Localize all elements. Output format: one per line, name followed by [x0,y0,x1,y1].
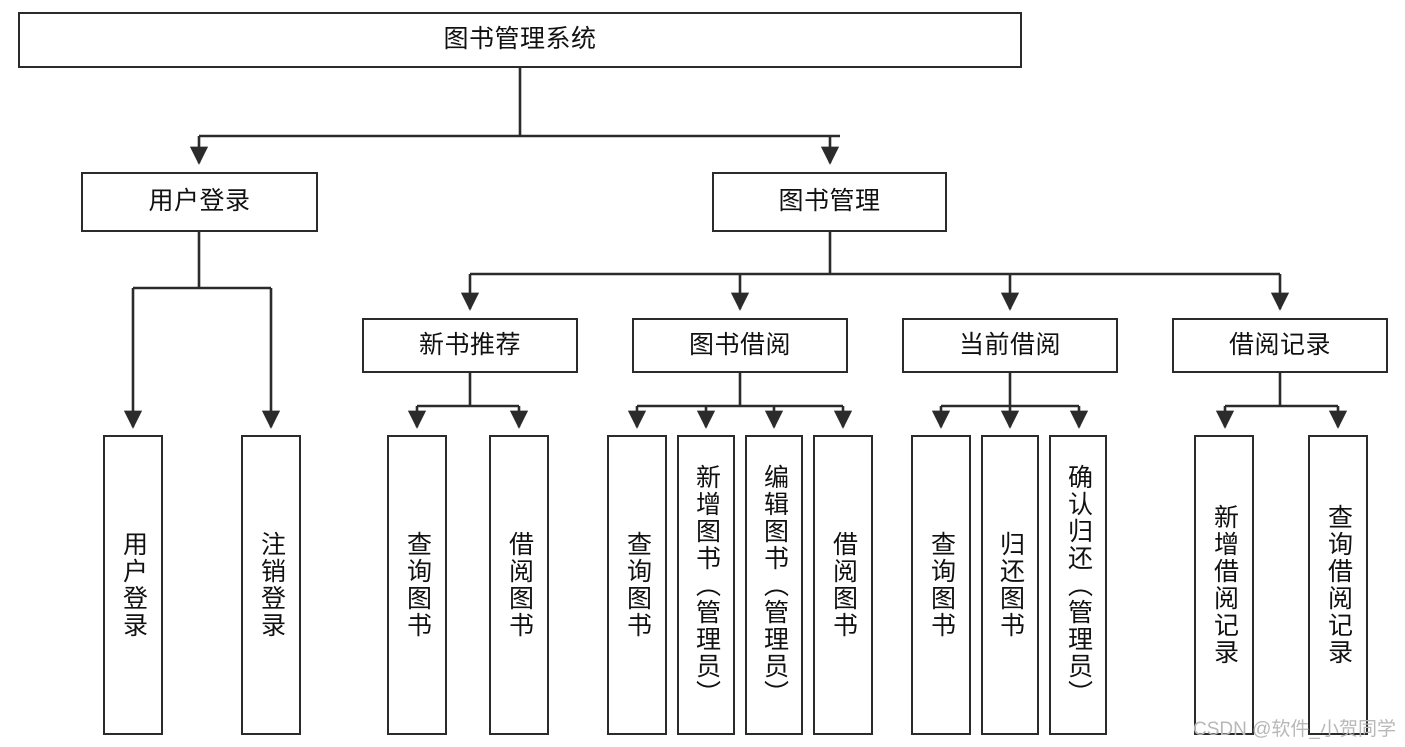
node-label: 新书推荐 [418,330,521,359]
node-label: 查询图书 [403,531,432,639]
node-label: 当前借阅 [958,330,1061,359]
node-label: 查询图书 [623,531,652,639]
csdn-watermark: CSDN @软件_小贺同学 [1193,719,1396,740]
leaf-book-borrow-borrow[interactable]: 借阅图书 [813,435,873,735]
node-user-login[interactable]: 用户登录 [81,172,318,232]
node-label: 归还图书 [996,531,1025,639]
node-label: 图书借阅 [688,330,791,359]
node-current-borrow[interactable]: 当前借阅 [902,318,1118,373]
node-label: 注销登录 [257,531,286,639]
leaf-book-borrow-query[interactable]: 查询图书 [607,435,667,735]
leaf-borrow-record-add[interactable]: 新增借阅记录 [1194,435,1254,735]
node-book-management[interactable]: 图书管理 [712,172,947,232]
node-label: 新增图书（管理员） [692,463,721,707]
leaf-current-borrow-confirm-return[interactable]: 确认归还（管理员） [1049,435,1107,735]
leaf-borrow-record-query[interactable]: 查询借阅记录 [1308,435,1368,735]
leaf-book-borrow-add[interactable]: 新增图书（管理员） [677,435,735,735]
node-label: 确认归还（管理员） [1064,463,1093,707]
leaf-user-login-logout[interactable]: 注销登录 [241,435,301,735]
node-new-book-recommend[interactable]: 新书推荐 [362,318,578,373]
node-label: 借阅图书 [829,531,858,639]
node-label: 用户登录 [148,187,251,216]
node-label: 查询图书 [927,531,956,639]
node-book-borrow[interactable]: 图书借阅 [632,318,848,373]
leaf-user-login-login[interactable]: 用户登录 [103,435,163,735]
node-borrow-record[interactable]: 借阅记录 [1172,318,1388,373]
leaf-new-book-borrow[interactable]: 借阅图书 [489,435,549,735]
node-label: 图书管理系统 [443,25,597,54]
node-label: 用户登录 [119,531,148,639]
node-label: 图书管理 [778,187,881,216]
node-label: 新增借阅记录 [1210,504,1239,666]
node-root-system[interactable]: 图书管理系统 [18,12,1022,68]
leaf-new-book-query[interactable]: 查询图书 [387,435,447,735]
node-label: 查询借阅记录 [1324,504,1353,666]
node-label: 编辑图书（管理员） [760,463,789,707]
node-label: 借阅记录 [1228,330,1331,359]
leaf-book-borrow-edit[interactable]: 编辑图书（管理员） [745,435,803,735]
leaf-current-borrow-query[interactable]: 查询图书 [911,435,971,735]
node-label: 借阅图书 [505,531,534,639]
leaf-current-borrow-return[interactable]: 归还图书 [981,435,1039,735]
